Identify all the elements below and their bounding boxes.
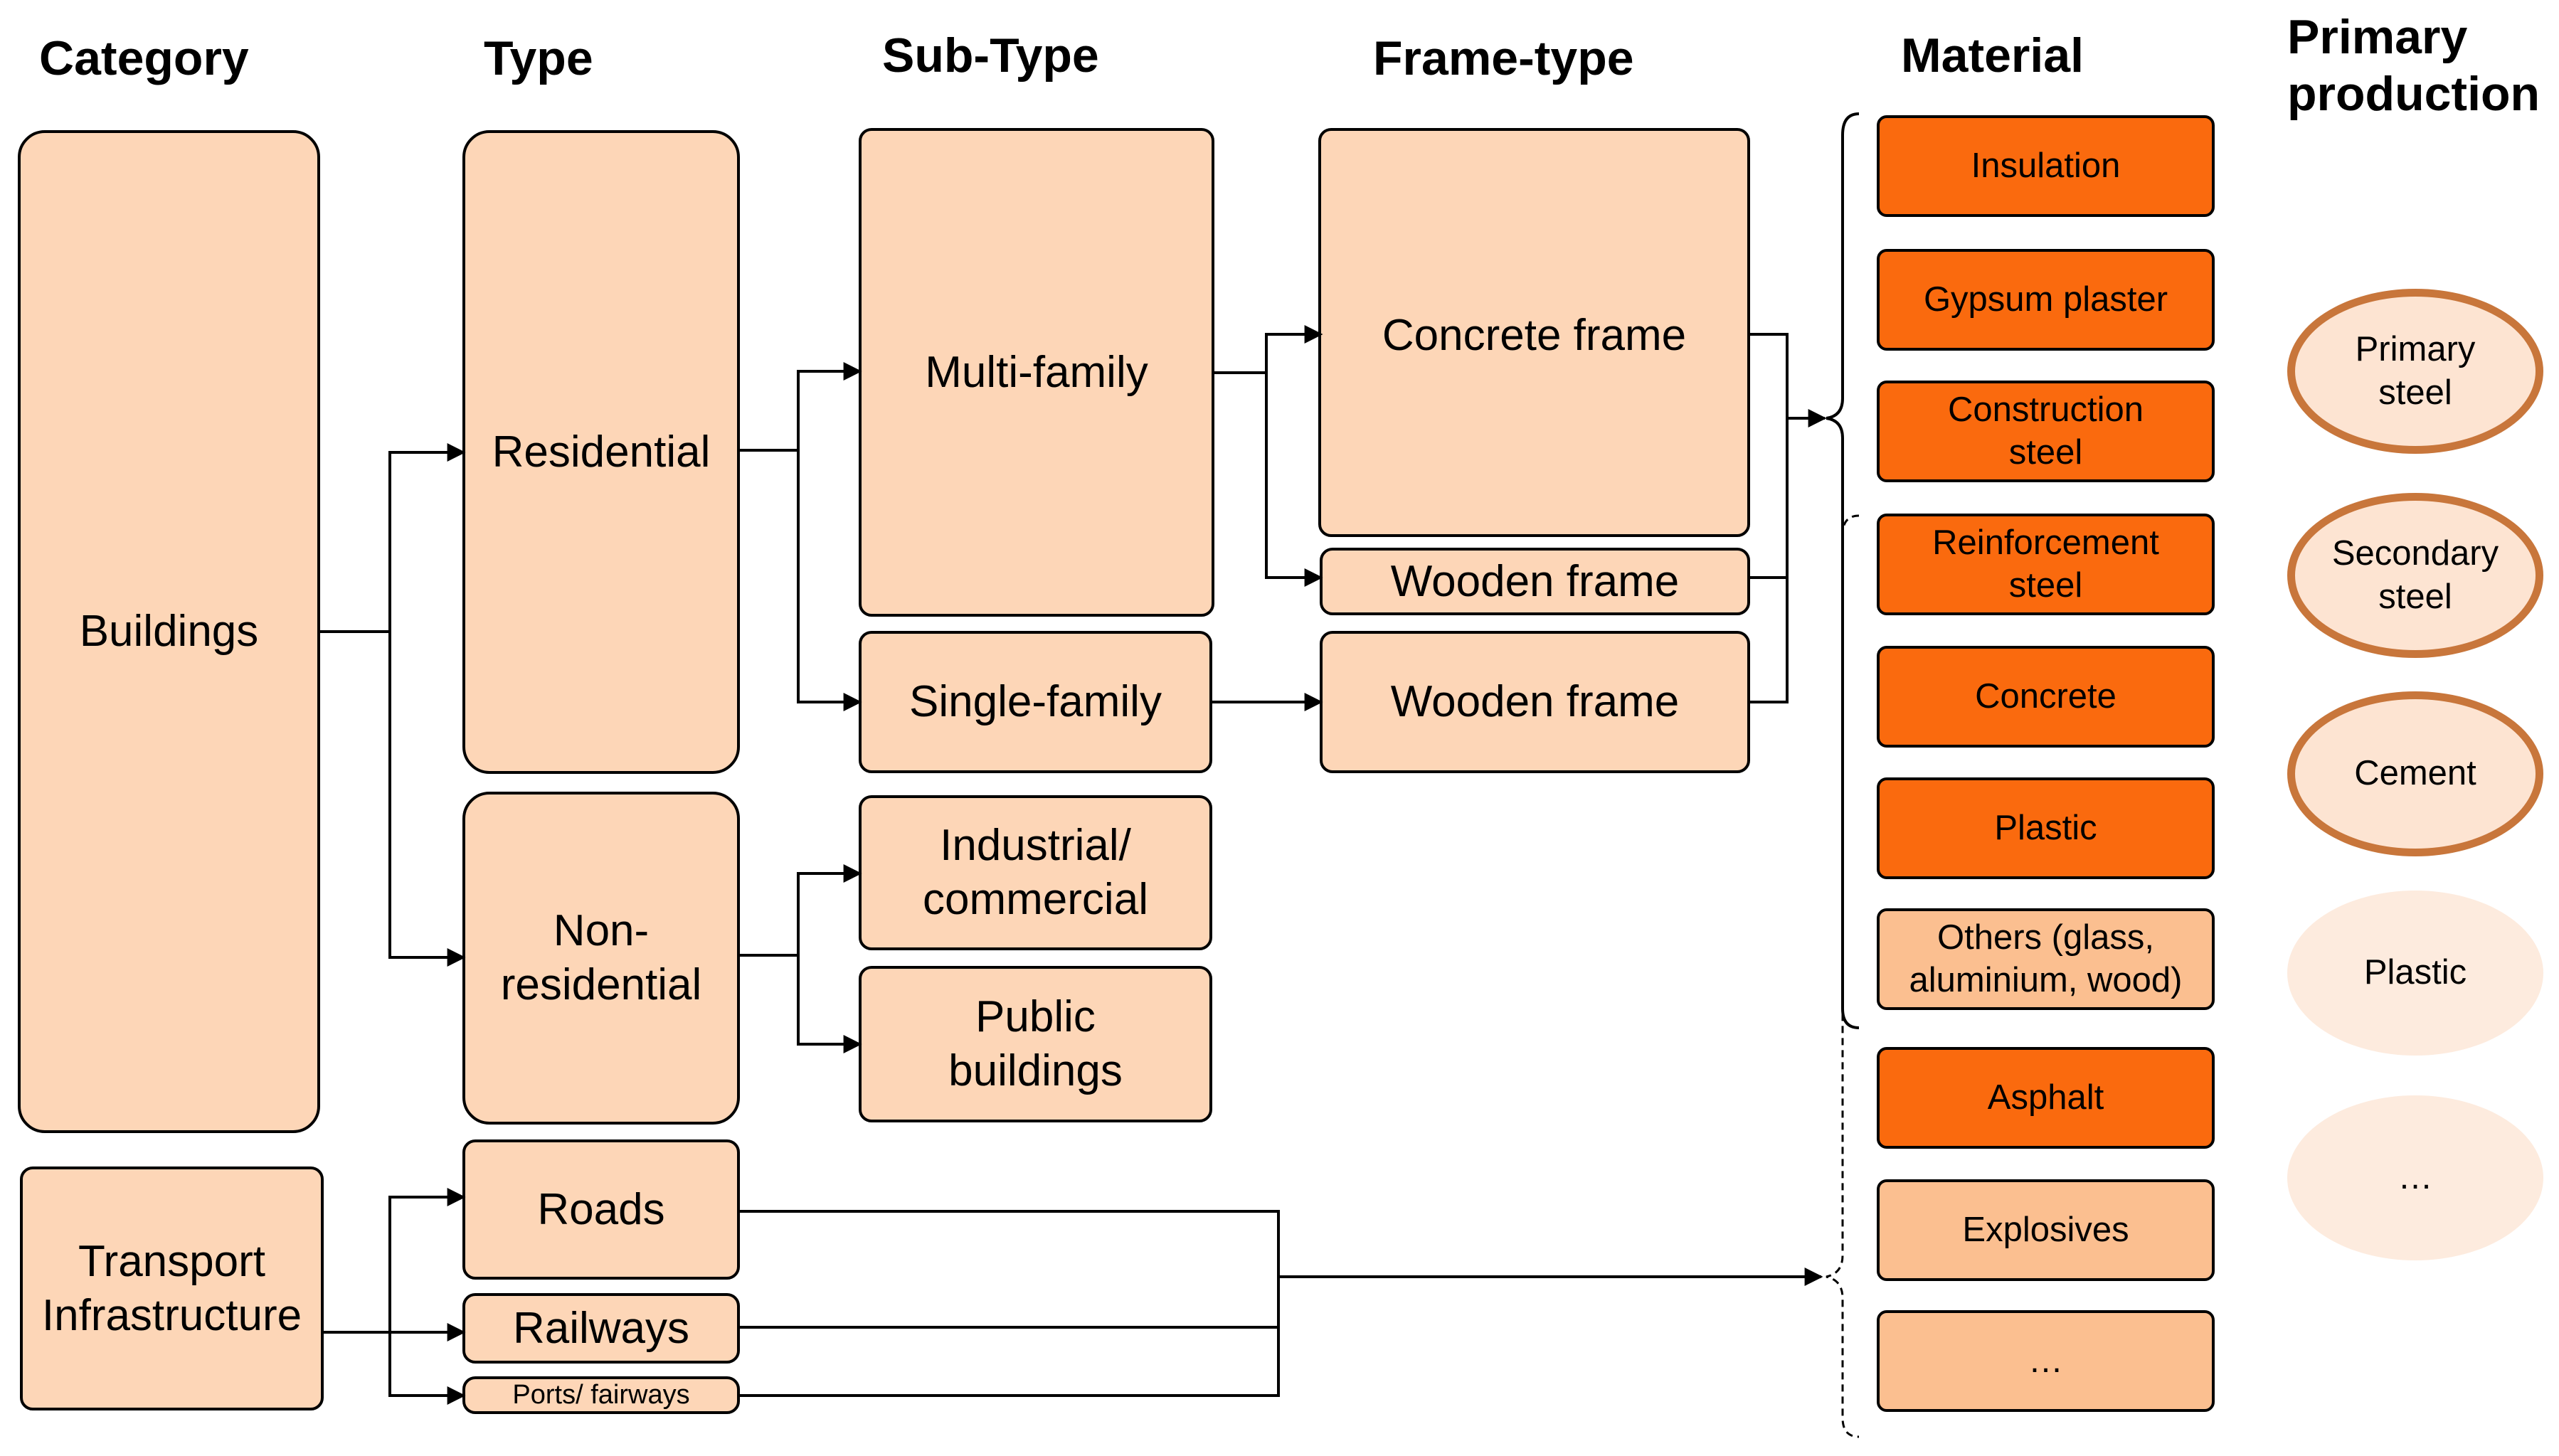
material-item: Reinforcement steel <box>1877 514 2215 615</box>
production-circle: Cement <box>2287 691 2543 856</box>
material-item: Construction steel <box>1877 381 2215 482</box>
material-item: Plastic <box>1877 777 2215 879</box>
header-primary-production: Primary production <box>2287 10 2541 122</box>
production-circle: Primary steel <box>2287 289 2543 454</box>
material-item: Gypsum plaster <box>1877 249 2215 351</box>
material-item: Concrete <box>1877 646 2215 748</box>
header-category: Category <box>39 31 249 85</box>
type-residential: Residential <box>462 130 740 774</box>
header-type: Type <box>484 31 593 85</box>
arrow-nonresidential-to-public <box>797 955 862 1053</box>
header-material: Material <box>1901 28 2084 83</box>
arrow-buildings-to-nonresidential <box>388 632 466 967</box>
subtype-multi-family: Multi-family <box>859 128 1214 617</box>
production-circle: … <box>2287 1095 2543 1260</box>
type-non-residential: Non- residential <box>462 792 740 1125</box>
line-frames-collector <box>1750 333 1789 703</box>
frame-concrete-frame: Concrete frame <box>1318 128 1750 537</box>
arrow-buildings-to-residential <box>320 443 466 633</box>
category-transport-infrastructure: Transport Infrastructure <box>20 1167 324 1410</box>
header-subtype: Sub-Type <box>882 28 1099 83</box>
arrow-nonresidential-to-industrial <box>740 864 862 957</box>
material-item: Insulation <box>1877 115 2215 217</box>
material-item: Asphalt <box>1877 1047 2215 1149</box>
subtype-single-family: Single-family <box>859 631 1212 773</box>
arrow-residential-to-multifamily <box>740 362 862 452</box>
frame-wooden-frame-single: Wooden frame <box>1320 631 1750 773</box>
category-buildings: Buildings <box>18 130 320 1133</box>
subtype-public-buildings: Public buildings <box>859 966 1212 1122</box>
material-item: Explosives <box>1877 1179 2215 1281</box>
type-ports-fairways: Ports/ fairways <box>462 1376 740 1414</box>
arrow-transport-to-roads <box>324 1188 466 1334</box>
subtype-industrial-commercial: Industrial/ commercial <box>859 795 1212 950</box>
arrow-transport-to-ports <box>388 1332 466 1405</box>
type-railways: Railways <box>462 1293 740 1364</box>
arrow-multifamily-to-wooden <box>1265 373 1323 587</box>
production-circle: Secondary steel <box>2287 493 2543 658</box>
material-item: … <box>1877 1310 2215 1412</box>
frame-wooden-frame-multi: Wooden frame <box>1320 548 1750 615</box>
production-circle: Plastic <box>2287 891 2543 1056</box>
type-roads: Roads <box>462 1139 740 1280</box>
arrow-multifamily-to-concrete <box>1214 325 1323 374</box>
arrow-residential-to-singlefamily <box>797 450 862 711</box>
material-item: Others (glass, aluminium, wood) <box>1877 908 2215 1010</box>
brace-infrastructure-materials <box>1826 514 1860 1438</box>
line-infrastructure-collector <box>740 1210 1280 1397</box>
header-frame-type: Frame-type <box>1373 31 1634 85</box>
